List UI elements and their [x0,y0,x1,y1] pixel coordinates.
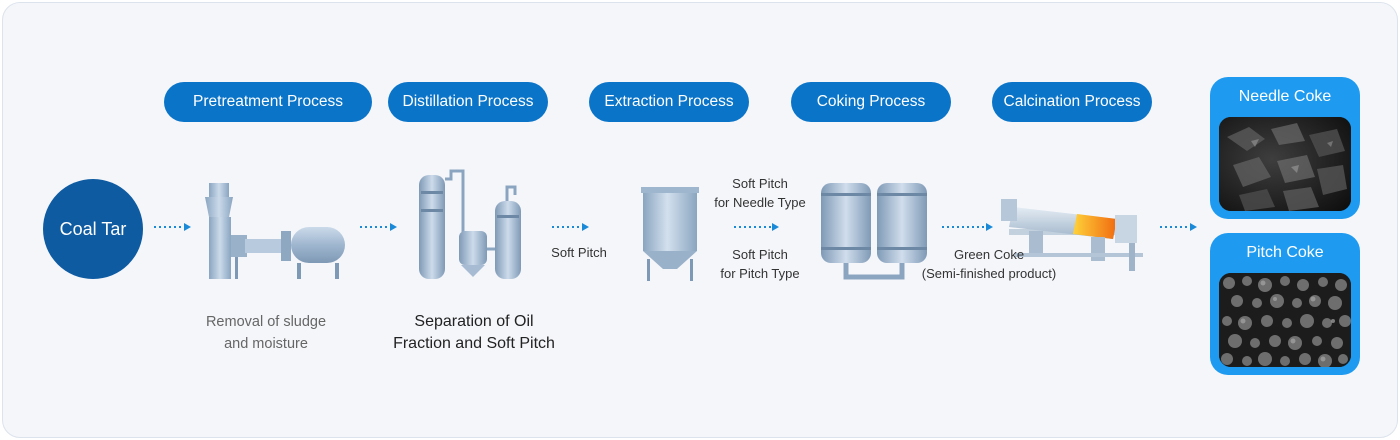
pretreatment-note-line-1: Removal of sludge [205,314,327,330]
calcination-process-pill: Calcination Process [992,82,1152,122]
arrow-icon-1 [154,223,191,231]
arrow-icon-4 [734,223,779,231]
distillation-note-line-2: Fraction and Soft Pitch [393,335,555,352]
arrow-icon-5 [942,223,993,231]
soft-pitch-label: Soft Pitch [551,245,607,260]
distillation-equipment-icon [419,169,521,279]
needle-type-label: Soft Pitch for Needle Type [705,174,815,212]
pretreatment-equipment-icon [205,183,345,279]
coking-drums-icon [821,183,927,280]
pitch-type-label: Soft Pitch for Pitch Type [705,245,815,283]
green-coke-line-1: Green Coke [953,247,1025,262]
green-coke-label: Green Coke (Semi-finished product) [906,245,1072,283]
arrow-icon-3 [552,223,589,231]
green-coke-line-2: (Semi-finished product) [921,266,1057,281]
pitch-type-line-2: for Pitch Type [720,266,800,281]
arrow-icon-2 [360,223,397,231]
needle-type-line-2: for Needle Type [714,195,806,210]
pitch-coke-title: Pitch Coke [1246,244,1324,261]
needle-coke-image [1219,117,1351,211]
pretreatment-process-pill: Pretreatment Process [164,82,372,122]
coal-tar-label: Coal Tar [59,218,127,239]
pitch-coke-card: Pitch Coke [1210,233,1360,375]
needle-coke-card: Needle Coke [1210,77,1360,219]
needle-type-line-1: Soft Pitch [732,176,788,191]
arrow-icon-6 [1160,223,1197,231]
extraction-process-pill: Extraction Process [589,82,749,122]
distillation-process-pill: Distillation Process [388,82,548,122]
pretreatment-note: Removal of sludge and moisture [196,311,336,355]
distillation-note: Separation of Oil Fraction and Soft Pitc… [384,311,564,355]
extraction-vessel-icon [641,187,699,281]
needle-coke-title: Needle Coke [1238,88,1332,105]
distillation-note-line-1: Separation of Oil [414,313,534,330]
pitch-coke-image [1219,273,1351,367]
pretreatment-note-line-2: and moisture [224,336,308,352]
pitch-type-line-1: Soft Pitch [732,247,788,262]
coking-process-pill: Coking Process [791,82,951,122]
coal-tar-node: Coal Tar [43,179,143,279]
calcination-kiln-icon [1001,199,1143,271]
